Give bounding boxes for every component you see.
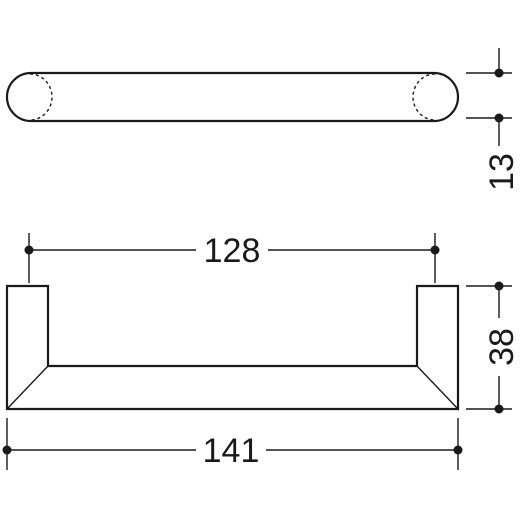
top-view — [5, 71, 460, 123]
thickness-dimension: 13 — [466, 48, 520, 191]
right-bevel-edge — [416, 365, 459, 410]
overall-dot-left — [2, 445, 12, 455]
handle-length-dimension: 128 — [24, 232, 440, 283]
depth-dimension: 38 — [466, 281, 520, 414]
depth-label: 38 — [483, 328, 520, 366]
handle-top-outline — [5, 71, 460, 123]
thickness-label: 13 — [483, 153, 520, 191]
left-bevel-edge — [6, 365, 49, 410]
left-hidden-edge — [29, 73, 53, 121]
handle-side-outline — [5, 284, 460, 411]
overall-length-dimension: 141 — [2, 418, 463, 470]
side-view — [5, 284, 460, 411]
length-dot-right — [430, 245, 440, 255]
thickness-dot-bottom — [494, 113, 504, 123]
overall-dot-right — [453, 445, 463, 455]
handle-length-label: 128 — [204, 232, 261, 270]
depth-dot-bottom — [494, 404, 504, 414]
right-hidden-edge — [412, 73, 436, 121]
depth-dot-top — [494, 281, 504, 291]
thickness-dot-top — [494, 68, 504, 78]
length-dot-left — [24, 245, 34, 255]
overall-length-label: 141 — [203, 432, 260, 470]
